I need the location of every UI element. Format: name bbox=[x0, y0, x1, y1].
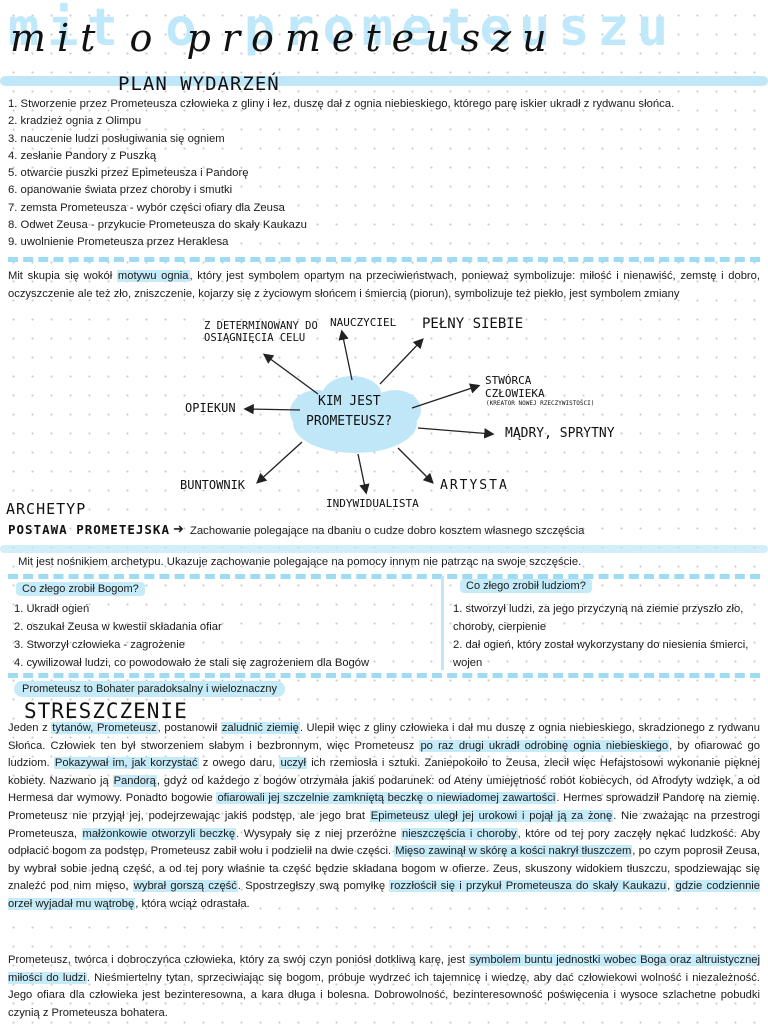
archetype-arrow: ➜ bbox=[173, 521, 184, 536]
mindmap-node-creator: STWÓRCA CZŁOWIEKA bbox=[485, 374, 545, 400]
text-run: . Spostrzegłszy swą pomyłkę bbox=[237, 880, 390, 893]
people-label: Co złego zrobił ludziom? bbox=[460, 579, 592, 593]
text-run: . Hermes sprowadził Pandorę na ziemię. P… bbox=[8, 792, 760, 822]
archetype-definition: Zachowanie polegające na dbaniu o cudze … bbox=[190, 525, 585, 537]
plan-item: 5. otwarcie puszki przez Epimeteusza i P… bbox=[8, 167, 249, 180]
plan-item: 4. zesłanie Pandory z Puszką bbox=[8, 149, 157, 162]
intro-paragraph: Mit skupia się wokół motywu ognia, który… bbox=[8, 268, 760, 303]
gods-label: Co złego zrobił Bogom? bbox=[16, 582, 145, 596]
people-item: 2. dał ogień, który został wykorzystany … bbox=[453, 639, 749, 669]
mindmap-center-1: KIM JEST bbox=[318, 394, 381, 409]
text-run: ich rzemiosła i sztuki. Zaniepokoiło to … bbox=[8, 757, 760, 787]
mindmap-center-2: PROMETEUSZ? bbox=[306, 414, 393, 429]
highlighted-text: zaludnić ziemię bbox=[220, 722, 300, 734]
gods-item: 4. cywilizował ludzi, co powodowało że s… bbox=[14, 657, 370, 669]
intro-before: Mit skupia się wokół bbox=[8, 270, 117, 282]
title-band bbox=[0, 76, 768, 86]
highlighted-text: wybrał gorszą część bbox=[132, 880, 238, 893]
plan-item: 8. Odwet Zeusa - przykucie Prometeusza d… bbox=[8, 219, 307, 232]
archetype-note: Mit jest nośnikiem archetypu. Ukazuje za… bbox=[18, 556, 582, 568]
highlighted-text: tytanów, Prometeusz bbox=[51, 722, 158, 734]
highlighted-text: rozzłościł się i przykuł Prometeusza do … bbox=[389, 880, 668, 893]
archetype-band bbox=[0, 545, 768, 553]
title-shadow: mit o prometeuszu bbox=[8, 0, 677, 58]
text-run: , bbox=[667, 880, 675, 893]
plan-item: 2. kradzież ognia z Olimpu bbox=[8, 115, 142, 128]
highlighted-text: nieszczęścia i choroby bbox=[400, 827, 518, 840]
divider-2 bbox=[8, 574, 760, 579]
plan-item: 7. zemsta Prometeusza - wybór części ofi… bbox=[8, 201, 285, 214]
mindmap-node-wise: MĄDRY, SPRYTNY bbox=[505, 426, 615, 441]
divider-3 bbox=[8, 673, 760, 678]
intro-highlight: motywu ognia bbox=[116, 270, 190, 282]
gods-item: 2. oszukał Zeusa w kwestii składania ofi… bbox=[14, 621, 222, 633]
mindmap-node-rebel: BUNTOWNIK bbox=[180, 478, 246, 492]
people-list: 1. stworzył ludzi, za jego przyczyną na … bbox=[453, 600, 753, 672]
summary-heading: STRESZCZENIE bbox=[24, 699, 188, 723]
gods-list: 1. Ukradł ogień 2. oszukał Zeusa w kwest… bbox=[14, 600, 434, 672]
plan-item: 3. nauczenie ludzi posługiwania się ogni… bbox=[8, 132, 225, 145]
page-title: mit o prometeuszu mit o prometeuszu bbox=[0, 0, 768, 62]
text-run: Jeden z bbox=[8, 722, 52, 734]
plan-item: 1. Stworzenie przez Prometeusza człowiek… bbox=[8, 98, 675, 110]
text-run: z owego daru, bbox=[198, 757, 280, 770]
plan-item: 6. opanowanie świata przez choroby i smu… bbox=[8, 184, 233, 197]
text-run: Prometeusz, twórca i dobroczyńca człowie… bbox=[8, 954, 469, 966]
divider-1 bbox=[8, 257, 760, 262]
mindmap-node-creator-sub: (KREATOR NOWEJ RZECZYWISTOŚCI) bbox=[486, 400, 595, 407]
mindmap-node-guardian: OPIEKUN bbox=[185, 401, 236, 415]
mindmap-node-individualist: INDYWIDUALISTA bbox=[326, 497, 419, 510]
people-item: 1. stworzył ludzi, za jego przyczyną na … bbox=[453, 603, 744, 633]
paradox-note: Prometeusz to Bohater paradoksalny i wie… bbox=[14, 681, 285, 697]
text-run: , gdyż od każdego z bogów otrzymała jaki… bbox=[8, 774, 760, 805]
mindmap-arrows bbox=[243, 329, 495, 495]
text-run: , by ofiarować go ludziom. bbox=[8, 739, 760, 770]
plan-list: 1. Stworzenie przez Prometeusza człowiek… bbox=[8, 96, 760, 252]
archetype-name: POSTAWA PROMETEJSKA bbox=[8, 522, 170, 537]
text-run: . Nie zważając na przestrogi Prometeusza… bbox=[8, 809, 761, 840]
cloud-shape bbox=[290, 376, 421, 453]
text-run: . Ulepił więc z gliny człowieka i dał mu… bbox=[8, 722, 760, 752]
plan-heading: PLAN WYDARZEŃ bbox=[118, 73, 280, 95]
mindmap-node-artist: ARTYSTA bbox=[440, 478, 509, 493]
mindmap-node-self-assured: PEŁNY SIEBIE bbox=[422, 316, 524, 332]
highlighted-text: po raz drugi ukradł odrobinę ognia niebi… bbox=[419, 739, 670, 752]
text-run: , która wciąż odrastała. bbox=[135, 897, 250, 910]
archetype-label: ARCHETYP bbox=[6, 500, 87, 518]
column-divider bbox=[441, 576, 444, 670]
highlighted-text: Pandorą bbox=[112, 774, 157, 787]
intro-after: , który jest symbolem opartym na przeciw… bbox=[8, 270, 760, 300]
plan-item: 9. uwolnienie Prometeusza przez Herakles… bbox=[8, 236, 229, 249]
title-script: mit o prometeuszu bbox=[10, 16, 558, 60]
mindmap-node-determined: Z DETERMINOWANY DO OSIĄGNIĘCIA CELU bbox=[204, 320, 318, 344]
gods-item: 1. Ukradł ogień bbox=[14, 603, 90, 615]
summary-paragraph: Jeden z tytanów, Prometeusz, postanowił … bbox=[8, 720, 761, 914]
text-run: . Wysypały się z niej przeróżne bbox=[236, 827, 401, 840]
highlighted-text: ofiarowali jej szczelnie zamkniętą beczk… bbox=[216, 792, 557, 805]
text-run: . Nieśmiertelny tytan, sprzeciwiając się… bbox=[8, 971, 760, 1019]
text-run: , po czym poprosił Zeusa, by wybrał sobi… bbox=[8, 845, 760, 893]
highlighted-text: uczył bbox=[279, 757, 307, 770]
gods-item: 3. Stworzył człowieka - zagrożenie bbox=[14, 639, 185, 651]
text-run: , postanowił bbox=[157, 722, 221, 734]
highlighted-text: małżonkowie otworzyli beczkę bbox=[81, 827, 237, 840]
mindmap-node-teacher: NAUCZYCIEL bbox=[330, 316, 397, 329]
highlighted-text: Mięso zawinął w skórę a kości nakrył tłu… bbox=[394, 845, 633, 858]
conclusion-paragraph: Prometeusz, twórca i dobroczyńca człowie… bbox=[8, 952, 761, 1022]
text-run: , które od tej pory zaczęły nękać ludzko… bbox=[8, 827, 760, 858]
highlighted-text: Pokazywał im, jak korzystać bbox=[53, 757, 199, 770]
highlighted-text: Epimeteusz uległ jej urokowi i pojął ją … bbox=[369, 809, 614, 822]
